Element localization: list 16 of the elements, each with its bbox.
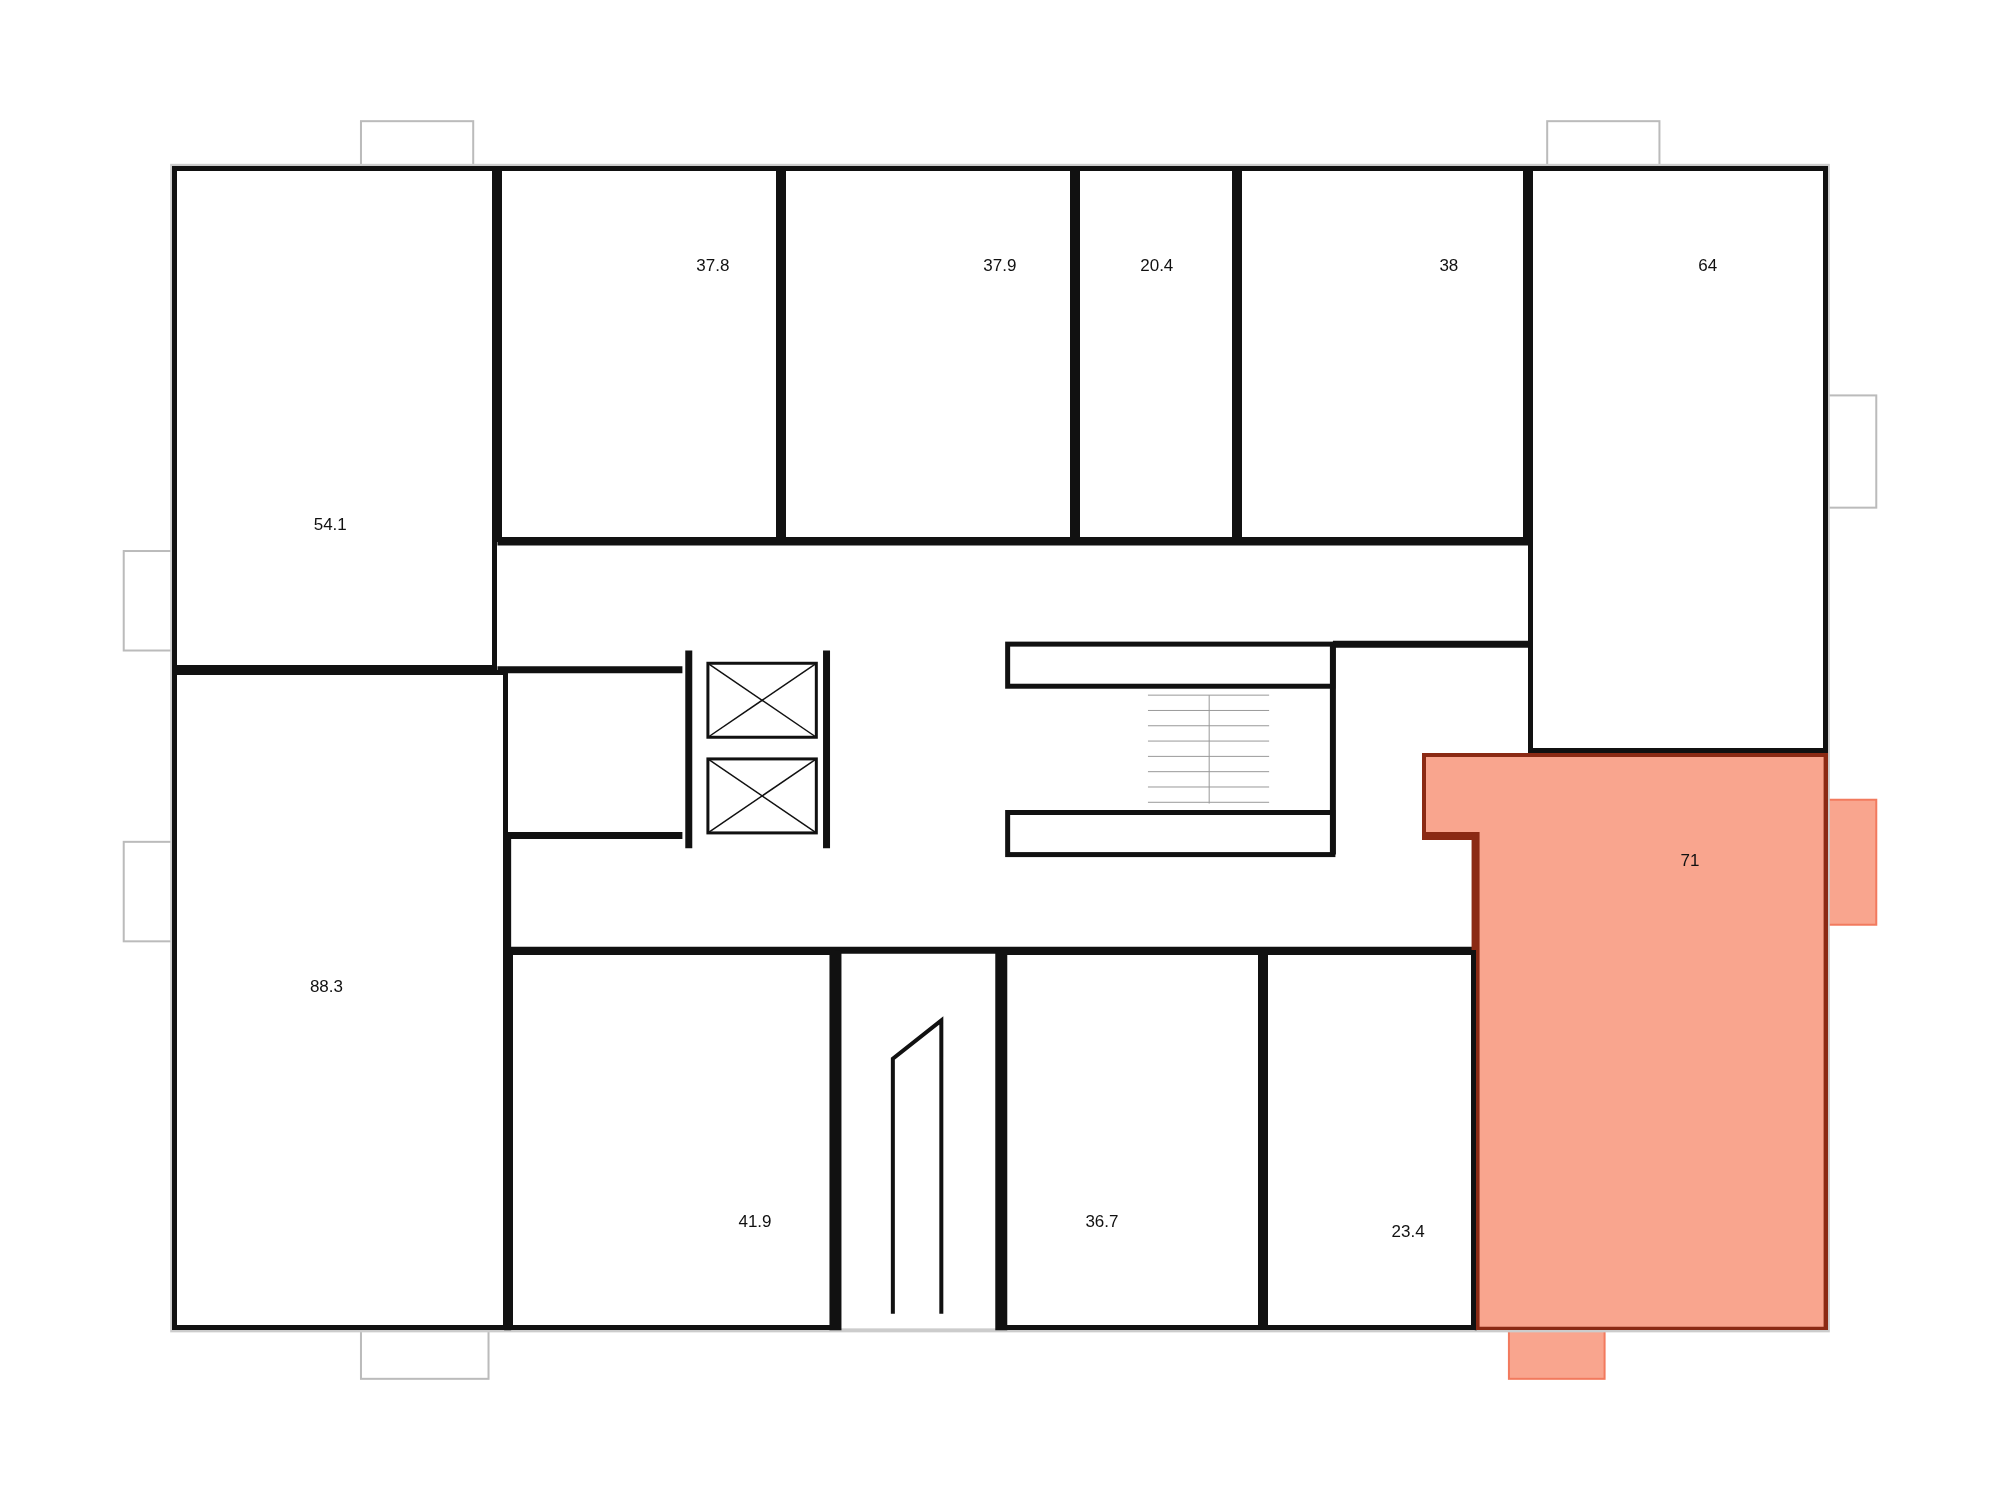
apartment: [497, 165, 781, 543]
area-label: 64: [1698, 256, 1718, 277]
area-label: 36.7: [1085, 1211, 1119, 1232]
area-label: 37.9: [983, 256, 1017, 277]
area-label: 23.4: [1391, 1222, 1425, 1243]
area-label: 37.8: [696, 256, 730, 277]
apartment: [172, 165, 498, 670]
apartment: [1528, 165, 1828, 753]
apartment: [172, 669, 508, 1331]
area-label: 88.3: [309, 977, 343, 998]
area-label: 20.4: [1140, 256, 1174, 277]
area-label: 41.9: [738, 1211, 772, 1232]
area-label: 54.1: [313, 515, 347, 536]
area-label: 71: [1680, 850, 1700, 871]
apartment: [1262, 950, 1476, 1331]
area-label: 38: [1439, 256, 1459, 277]
